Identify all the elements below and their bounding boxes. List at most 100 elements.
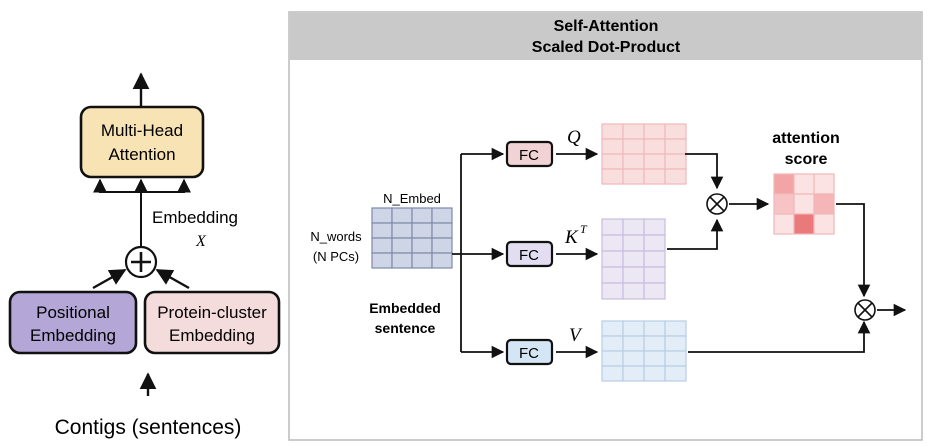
embedded-matrix-cell [411, 222, 433, 239]
v-matrix-cell [601, 350, 624, 367]
attention-matrix-cell [813, 173, 835, 195]
attention-matrix-cell [813, 213, 835, 235]
k-matrix-cell [601, 234, 624, 252]
embedded-matrix-cell [411, 237, 433, 254]
v-to-product-arrow [688, 320, 871, 353]
circle-plus-icon [124, 245, 158, 279]
attention-matrix-cell [793, 213, 815, 235]
embedded-matrix-cell [391, 252, 413, 269]
q-matrix-cell [622, 123, 645, 140]
embedded-matrix-cell [431, 237, 453, 254]
positional-to-plus-arrow [92, 268, 127, 290]
k-matrix-cell [643, 250, 666, 268]
q-matrix-cell [643, 153, 666, 170]
fc-v-label: FC [519, 345, 539, 362]
attention-matrix-cell [793, 173, 815, 195]
q-matrix-cell [601, 168, 624, 185]
k-matrix-cell [643, 234, 666, 252]
v-matrix-cell [601, 320, 624, 337]
k-matrix-cell [622, 250, 645, 268]
mha-input-arrow-left [93, 178, 141, 193]
k-matrix-cell [643, 218, 666, 236]
k-matrix-cell [601, 282, 624, 300]
k-matrix-cell [622, 218, 645, 236]
v-matrix-cell [643, 365, 666, 382]
v-matrix-cell [643, 320, 666, 337]
panel-title-line1: Self-Attention [554, 18, 659, 35]
v-matrix-cell [622, 350, 645, 367]
q-matrix-cell [622, 153, 645, 170]
embedded-label-line1: Embedded [369, 300, 441, 316]
v-matrix-cell [622, 335, 645, 352]
multi-head-attention-box [79, 105, 205, 179]
k-matrix-cell [601, 266, 624, 284]
v-matrix-cell [664, 350, 687, 367]
embedded-matrix-cell [431, 222, 453, 239]
attention-to-product-arrow [836, 203, 871, 298]
attention-label-line1: attention [772, 130, 840, 147]
attention-matrix-cell [773, 173, 795, 195]
v-matrix-cell [643, 350, 666, 367]
q-matrix [601, 123, 687, 185]
v-matrix-cell [664, 335, 687, 352]
k-matrix-cell [622, 234, 645, 252]
contigs-label: Contigs (sentences) [55, 416, 242, 439]
fc-q-label: FC [519, 147, 539, 164]
panel-title-line2: Scaled Dot-Product [532, 39, 681, 56]
embedded-matrix-cell [391, 222, 413, 239]
n-pcs-label: (N PCs) [313, 249, 359, 264]
positional-label-line2: Embedding [30, 326, 116, 345]
embedding-label: Embedding [152, 208, 238, 227]
protein-label-line2: Embedding [169, 326, 255, 345]
embedded-matrix-cell [411, 207, 433, 224]
v-matrix-cell [622, 320, 645, 337]
q-symbol: Q [567, 127, 581, 148]
protein-cluster-embedding-box [143, 290, 281, 355]
protein-to-plus-arrow [155, 268, 190, 290]
self-attention-panel: Self-Attention Scaled Dot-Product N_Embe… [288, 11, 923, 441]
circle-times-icon [854, 299, 876, 321]
q-to-product-arrow [685, 153, 724, 190]
protein-label-line1: Protein-cluster [157, 303, 267, 322]
embedded-matrix-cell [371, 207, 393, 224]
embedded-matrix-cell [411, 252, 433, 269]
panel-header [290, 13, 921, 60]
positional-embedding-box [8, 290, 138, 355]
embedded-matrix-cell [371, 252, 393, 269]
q-matrix-cell [643, 123, 666, 140]
embedded-matrix-cell [391, 237, 413, 254]
q-matrix-cell [601, 153, 624, 170]
v-matrix-cell [601, 335, 624, 352]
attention-matrix-cell [813, 193, 835, 215]
q-matrix-cell [664, 153, 687, 170]
attention-matrix-cell [773, 213, 795, 235]
k-transpose-symbol: T [580, 222, 588, 236]
left-embedding-block: Multi-Head Attention Embedding X Positio… [8, 72, 281, 439]
q-matrix-cell [664, 138, 687, 155]
v-matrix-cell [664, 365, 687, 382]
fc-k-label: FC [519, 247, 539, 264]
circle-times-icon [706, 193, 728, 215]
embedded-sentence-matrix [371, 207, 453, 269]
attention-matrix-cell [773, 193, 795, 215]
k-to-product-arrow [667, 218, 724, 250]
v-matrix-cell [664, 320, 687, 337]
q-matrix-cell [601, 138, 624, 155]
k-matrix-cell [643, 282, 666, 300]
q-matrix-cell [601, 123, 624, 140]
fc-v-box [505, 338, 554, 366]
k-matrix-cell [622, 282, 645, 300]
q-matrix-cell [643, 138, 666, 155]
k-matrix-cell [601, 250, 624, 268]
fc-k-box [505, 240, 554, 268]
k-matrix-cell [622, 266, 645, 284]
attention-score-matrix [773, 173, 835, 235]
positional-label-line1: Positional [36, 303, 110, 322]
v-matrix [601, 320, 687, 382]
embedded-matrix-cell [431, 252, 453, 269]
q-matrix-cell [622, 138, 645, 155]
v-matrix-cell [643, 335, 666, 352]
q-matrix-cell [643, 168, 666, 185]
attention-label-line2: score [785, 151, 828, 168]
